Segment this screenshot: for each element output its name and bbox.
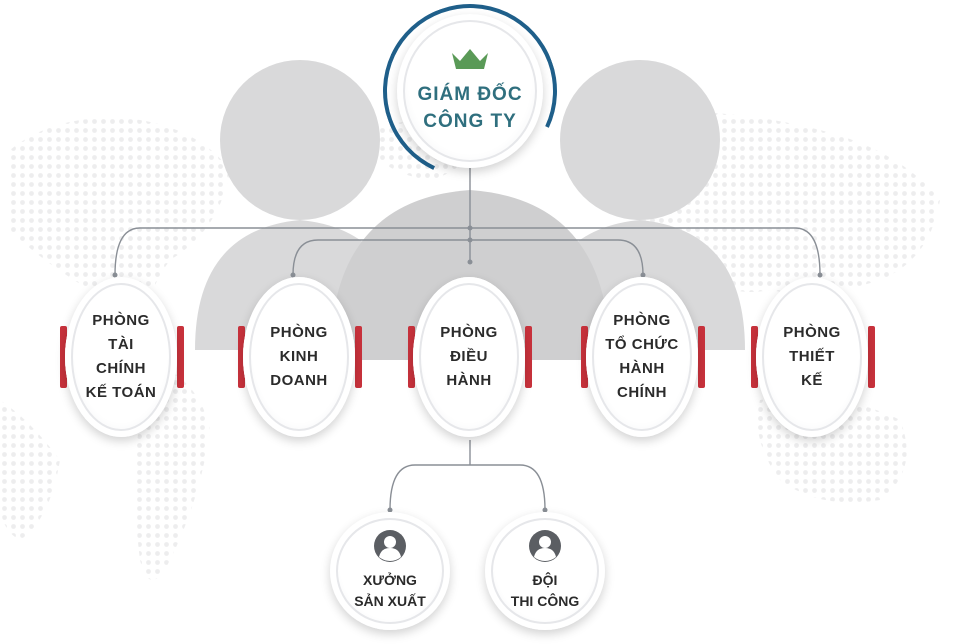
user-icon: [374, 530, 406, 562]
unit-label-line2: SẢN XUẤT: [354, 593, 426, 609]
unit-label-line2: THI CÔNG: [510, 593, 580, 609]
unit-label-line1: XƯỞNG: [363, 572, 417, 588]
dept-label-line: PHÒNG: [783, 324, 841, 341]
dept-label-line: PHÒNG: [92, 312, 150, 329]
dept-label-line: CHÍNH: [617, 384, 667, 401]
ceo-node[interactable]: GIÁM ĐỐC CÔNG TY: [397, 14, 543, 168]
dept-label-line: ĐIỀU: [450, 348, 488, 365]
left-person-head: [220, 60, 380, 220]
dept-label-line: HÀNH: [446, 372, 492, 389]
user-icon: [529, 530, 561, 562]
unit-production-workshop[interactable]: XƯỞNG SẢN XUẤT: [330, 512, 450, 630]
accent-tab: [238, 326, 245, 388]
dept-label-line: PHÒNG: [270, 324, 328, 341]
accent-tab: [868, 326, 875, 388]
dept-label-line: PHÒNG: [440, 324, 498, 341]
crown-icon: [452, 49, 488, 69]
dept-label-line: KINH: [279, 348, 319, 365]
dept-label-line: KẾ TOÁN: [85, 384, 157, 401]
dept-label-line: TÀI: [108, 336, 134, 353]
accent-tab: [751, 326, 758, 388]
accent-tab: [177, 326, 184, 388]
ceo-title-line2: CÔNG TY: [423, 111, 517, 132]
dept-operations[interactable]: PHÒNG ĐIỀU HÀNH: [413, 277, 525, 437]
dept-label-line: KẾ: [801, 372, 823, 389]
dept-finance-accounting[interactable]: PHÒNG TÀI CHÍNH KẾ TOÁN: [65, 277, 177, 437]
accent-tab: [525, 326, 532, 388]
accent-tab: [581, 326, 588, 388]
accent-tab: [408, 326, 415, 388]
dept-admin-hr[interactable]: PHÒNG TỔ CHỨC HÀNH CHÍNH: [586, 277, 698, 437]
unit-label-line1: ĐỘI: [532, 572, 558, 588]
dept-label-line: HÀNH: [619, 360, 665, 377]
dept-sales[interactable]: PHÒNG KINH DOANH: [243, 277, 355, 437]
dept-design[interactable]: PHÒNG THIẾT KẾ: [756, 277, 868, 437]
dept-label-line: DOANH: [270, 372, 328, 389]
accent-tab: [698, 326, 705, 388]
accent-tab: [355, 326, 362, 388]
dept-label-line: THIẾT: [789, 348, 835, 365]
dept-label-line: CHÍNH: [96, 360, 146, 377]
right-person-head: [560, 60, 720, 220]
ceo-title-line1: GIÁM ĐỐC: [417, 84, 523, 105]
dept-label-line: TỔ CHỨC: [605, 336, 679, 353]
center-person-body: [330, 190, 610, 360]
dept-label-line: PHÒNG: [613, 312, 671, 329]
accent-tab: [60, 326, 67, 388]
unit-construction-team[interactable]: ĐỘI THI CÔNG: [485, 512, 605, 630]
